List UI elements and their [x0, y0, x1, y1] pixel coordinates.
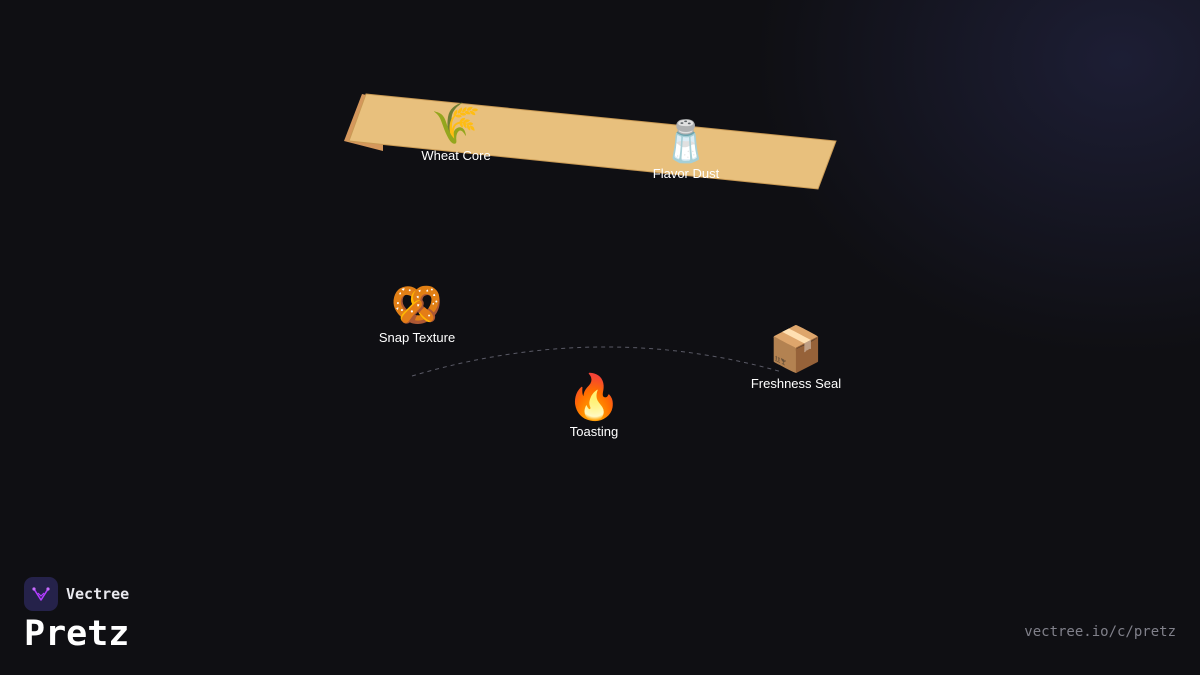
footer-url[interactable]: vectree.io/c/pretz — [1024, 624, 1176, 640]
node-wheat-core[interactable]: 🌾 Wheat Core — [421, 104, 490, 163]
brand-block: Vectree Pretz — [24, 577, 129, 654]
brand-name: Vectree — [66, 585, 130, 603]
node-toasting[interactable]: 🔥 Toasting — [566, 372, 622, 440]
node-flavor-dust[interactable]: 🧂 Flavor Dust — [653, 122, 719, 181]
node-label: Toasting — [569, 424, 619, 439]
fire-icon: 🔥 — [566, 372, 622, 423]
node-freshness-seal[interactable]: 📦 Freshness Seal — [750, 324, 842, 392]
node-label: Freshness Seal — [750, 376, 842, 391]
node-label: Snap Texture — [378, 330, 456, 345]
vectree-logo-mark — [32, 587, 50, 601]
brand-row: Vectree — [24, 577, 129, 611]
connector-arc — [411, 346, 783, 377]
wheat-icon: 🌾 — [431, 101, 481, 147]
node-snap-texture[interactable]: 🥨 Snap Texture — [378, 280, 456, 346]
package-icon: 📦 — [768, 324, 824, 375]
pretzel-icon: 🥨 — [390, 280, 444, 329]
product-title: Pretz — [24, 614, 130, 654]
node-label: Flavor Dust — [652, 166, 720, 181]
vectree-logo-icon[interactable] — [24, 577, 58, 611]
salt-shaker-icon: 🧂 — [661, 119, 711, 165]
node-label: Wheat Core — [421, 148, 491, 163]
slab-top — [348, 93, 837, 190]
